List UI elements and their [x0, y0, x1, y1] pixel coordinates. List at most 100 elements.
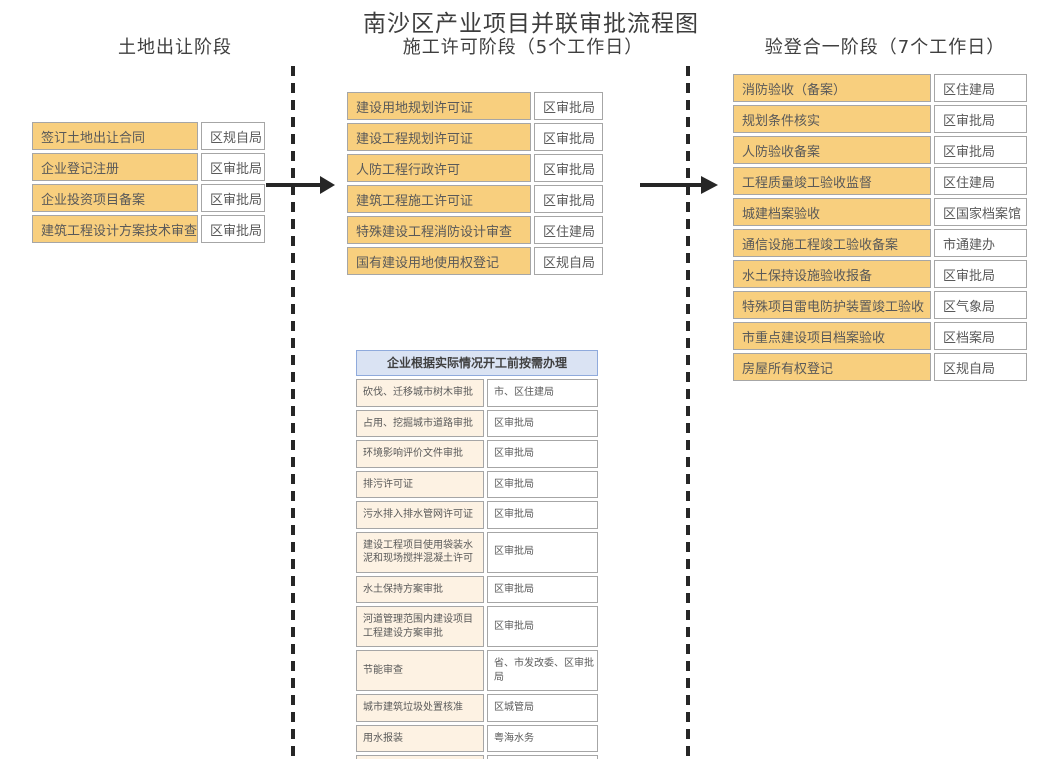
process-item-cell: 特殊项目雷电防护装置竣工验收 [733, 291, 931, 319]
department-cell: 区住建局 [934, 167, 1027, 195]
department-cell: 区规自局 [201, 122, 265, 150]
process-item-cell: 水土保持方案审批 [356, 575, 484, 604]
process-item-cell: 建设工程项目使用袋装水泥和现场搅拌混凝土许可 [356, 531, 484, 573]
process-item-cell: 国有建设用地使用权登记 [347, 247, 531, 275]
department-cell: 区档案局 [934, 322, 1027, 350]
process-item-cell: 城建档案验收 [733, 198, 931, 226]
process-row: 建筑工程施工许可证区审批局 [347, 185, 603, 213]
optional-preconstruction-table: 企业根据实际情况开工前按需办理 砍伐、迁移城市树木审批市、区住建局占用、挖掘城市… [353, 347, 601, 759]
process-row: 工程质量竣工验收监督区住建局 [733, 167, 1027, 195]
process-row: 占用、挖掘城市道路审批区审批局 [356, 409, 598, 438]
process-item-cell: 砍伐、迁移城市树木审批 [356, 379, 484, 407]
process-item-cell: 用水报装 [356, 724, 484, 753]
stage-divider-dashed-line-1 [291, 66, 295, 759]
department-cell: 市通建办 [934, 229, 1027, 257]
process-row: 国有建设用地使用权登记区规自局 [347, 247, 603, 275]
optional-table-header: 企业根据实际情况开工前按需办理 [356, 350, 598, 377]
process-row: 节能审查省、市发改委、区审批局 [356, 650, 598, 692]
stage-header-construction-permit: 施工许可阶段（5个工作日） [402, 37, 644, 58]
department-cell: 区审批局 [534, 123, 603, 151]
department-cell: 区审批局 [534, 92, 603, 120]
process-item-cell: 人防验收备案 [733, 136, 931, 164]
process-item-cell: 房屋所有权登记 [733, 353, 931, 381]
department-cell: 粤海水务 [487, 724, 598, 753]
page-title: 南沙区产业项目并联审批流程图 [363, 11, 699, 37]
department-cell: 区审批局 [534, 154, 603, 182]
process-row: 签订土地出让合同区规自局 [32, 122, 265, 150]
process-row: 企业投资项目备案区审批局 [32, 184, 265, 212]
process-item-cell: 市重点建设项目档案验收 [733, 322, 931, 350]
process-row: 市重点建设项目档案验收区档案局 [733, 322, 1027, 350]
process-row: 城市建筑垃圾处置核准区城管局 [356, 694, 598, 722]
flow-arrow-icon-2 [640, 183, 701, 187]
process-row: 通信设施工程竣工验收备案市通建办 [733, 229, 1027, 257]
department-cell: 区审批局 [201, 184, 265, 212]
stage-divider-dashed-line-2 [686, 66, 690, 759]
stage-header-acceptance-registration: 验登合一阶段（7个工作日） [764, 37, 1006, 58]
department-cell: 区审批局 [934, 105, 1027, 133]
department-cell: 区审批局 [201, 215, 265, 243]
process-row: 城建档案验收区国家档案馆 [733, 198, 1027, 226]
process-row: 污水排入排水管网许可证区审批局 [356, 501, 598, 529]
process-row: 河道管理范围内建设项目工程建设方案审批区审批局 [356, 606, 598, 648]
process-item-cell: 建设工程规划许可证 [347, 123, 531, 151]
process-item-cell: 消防验收（备案） [733, 74, 931, 102]
process-item-cell: 工程质量竣工验收监督 [733, 167, 931, 195]
optional-table-header-row: 企业根据实际情况开工前按需办理 [356, 350, 598, 377]
process-row: 消防验收（备案）区住建局 [733, 74, 1027, 102]
department-cell: 区审批局 [487, 575, 598, 604]
department-cell: 区城管局 [487, 694, 598, 722]
process-row: 特殊项目雷电防护装置竣工验收区气象局 [733, 291, 1027, 319]
process-item-cell: 通信设施工程竣工验收备案 [733, 229, 931, 257]
process-item-cell: 建筑工程施工许可证 [347, 185, 531, 213]
flow-arrowhead-icon-2 [701, 176, 718, 194]
department-cell: 区住建局 [934, 74, 1027, 102]
process-row: 建筑工程设计方案技术审查区审批局 [32, 215, 265, 243]
process-item-cell: 占用、挖掘城市道路审批 [356, 409, 484, 438]
process-item-cell: 排污许可证 [356, 470, 484, 499]
department-cell: 区规自局 [534, 247, 603, 275]
department-cell: 南沙供电局 [487, 755, 598, 759]
flow-arrow-icon-1 [266, 183, 320, 187]
process-row: 建设工程规划许可证区审批局 [347, 123, 603, 151]
department-cell: 区规自局 [934, 353, 1027, 381]
process-item-cell: 城市建筑垃圾处置核准 [356, 694, 484, 722]
process-row: 建设用地规划许可证区审批局 [347, 92, 603, 120]
department-cell: 省、市发改委、区审批局 [487, 650, 598, 692]
department-cell: 区审批局 [934, 260, 1027, 288]
process-row: 环境影响评价文件审批区审批局 [356, 440, 598, 468]
process-row: 企业登记注册区审批局 [32, 153, 265, 181]
process-row: 水土保持方案审批区审批局 [356, 575, 598, 604]
construction-permit-table: 建设用地规划许可证区审批局建设工程规划许可证区审批局人防工程行政许可区审批局建筑… [344, 89, 606, 278]
department-cell: 区审批局 [487, 470, 598, 499]
acceptance-registration-table: 消防验收（备案）区住建局规划条件核实区审批局人防验收备案区审批局工程质量竣工验收… [730, 71, 1030, 384]
process-item-cell: 签订土地出让合同 [32, 122, 198, 150]
process-item-cell: 企业登记注册 [32, 153, 198, 181]
process-item-cell: 环境影响评价文件审批 [356, 440, 484, 468]
department-cell: 市、区住建局 [487, 379, 598, 407]
process-row: 排污许可证区审批局 [356, 470, 598, 499]
process-item-cell: 建筑工程设计方案技术审查 [32, 215, 198, 243]
department-cell: 区住建局 [534, 216, 603, 244]
process-row: 用水报装粤海水务 [356, 724, 598, 753]
process-item-cell: 水土保持设施验收报备 [733, 260, 931, 288]
stage-header-land: 土地出让阶段 [118, 37, 232, 58]
process-row: 建设工程项目使用袋装水泥和现场搅拌混凝土许可区审批局 [356, 531, 598, 573]
process-item-cell: 河道管理范围内建设项目工程建设方案审批 [356, 606, 484, 648]
department-cell: 区气象局 [934, 291, 1027, 319]
process-item-cell: 用电报装 [356, 755, 484, 759]
flow-arrowhead-icon-1 [320, 176, 335, 194]
process-item-cell: 特殊建设工程消防设计审查 [347, 216, 531, 244]
process-item-cell: 规划条件核实 [733, 105, 931, 133]
department-cell: 区审批局 [487, 440, 598, 468]
department-cell: 区审批局 [487, 531, 598, 573]
process-item-cell: 企业投资项目备案 [32, 184, 198, 212]
process-row: 人防工程行政许可区审批局 [347, 154, 603, 182]
process-item-cell: 节能审查 [356, 650, 484, 692]
process-item-cell: 人防工程行政许可 [347, 154, 531, 182]
land-stage-table: 签订土地出让合同区规自局企业登记注册区审批局企业投资项目备案区审批局建筑工程设计… [29, 119, 268, 246]
process-item-cell: 污水排入排水管网许可证 [356, 501, 484, 529]
department-cell: 区国家档案馆 [934, 198, 1027, 226]
process-row: 特殊建设工程消防设计审查区住建局 [347, 216, 603, 244]
